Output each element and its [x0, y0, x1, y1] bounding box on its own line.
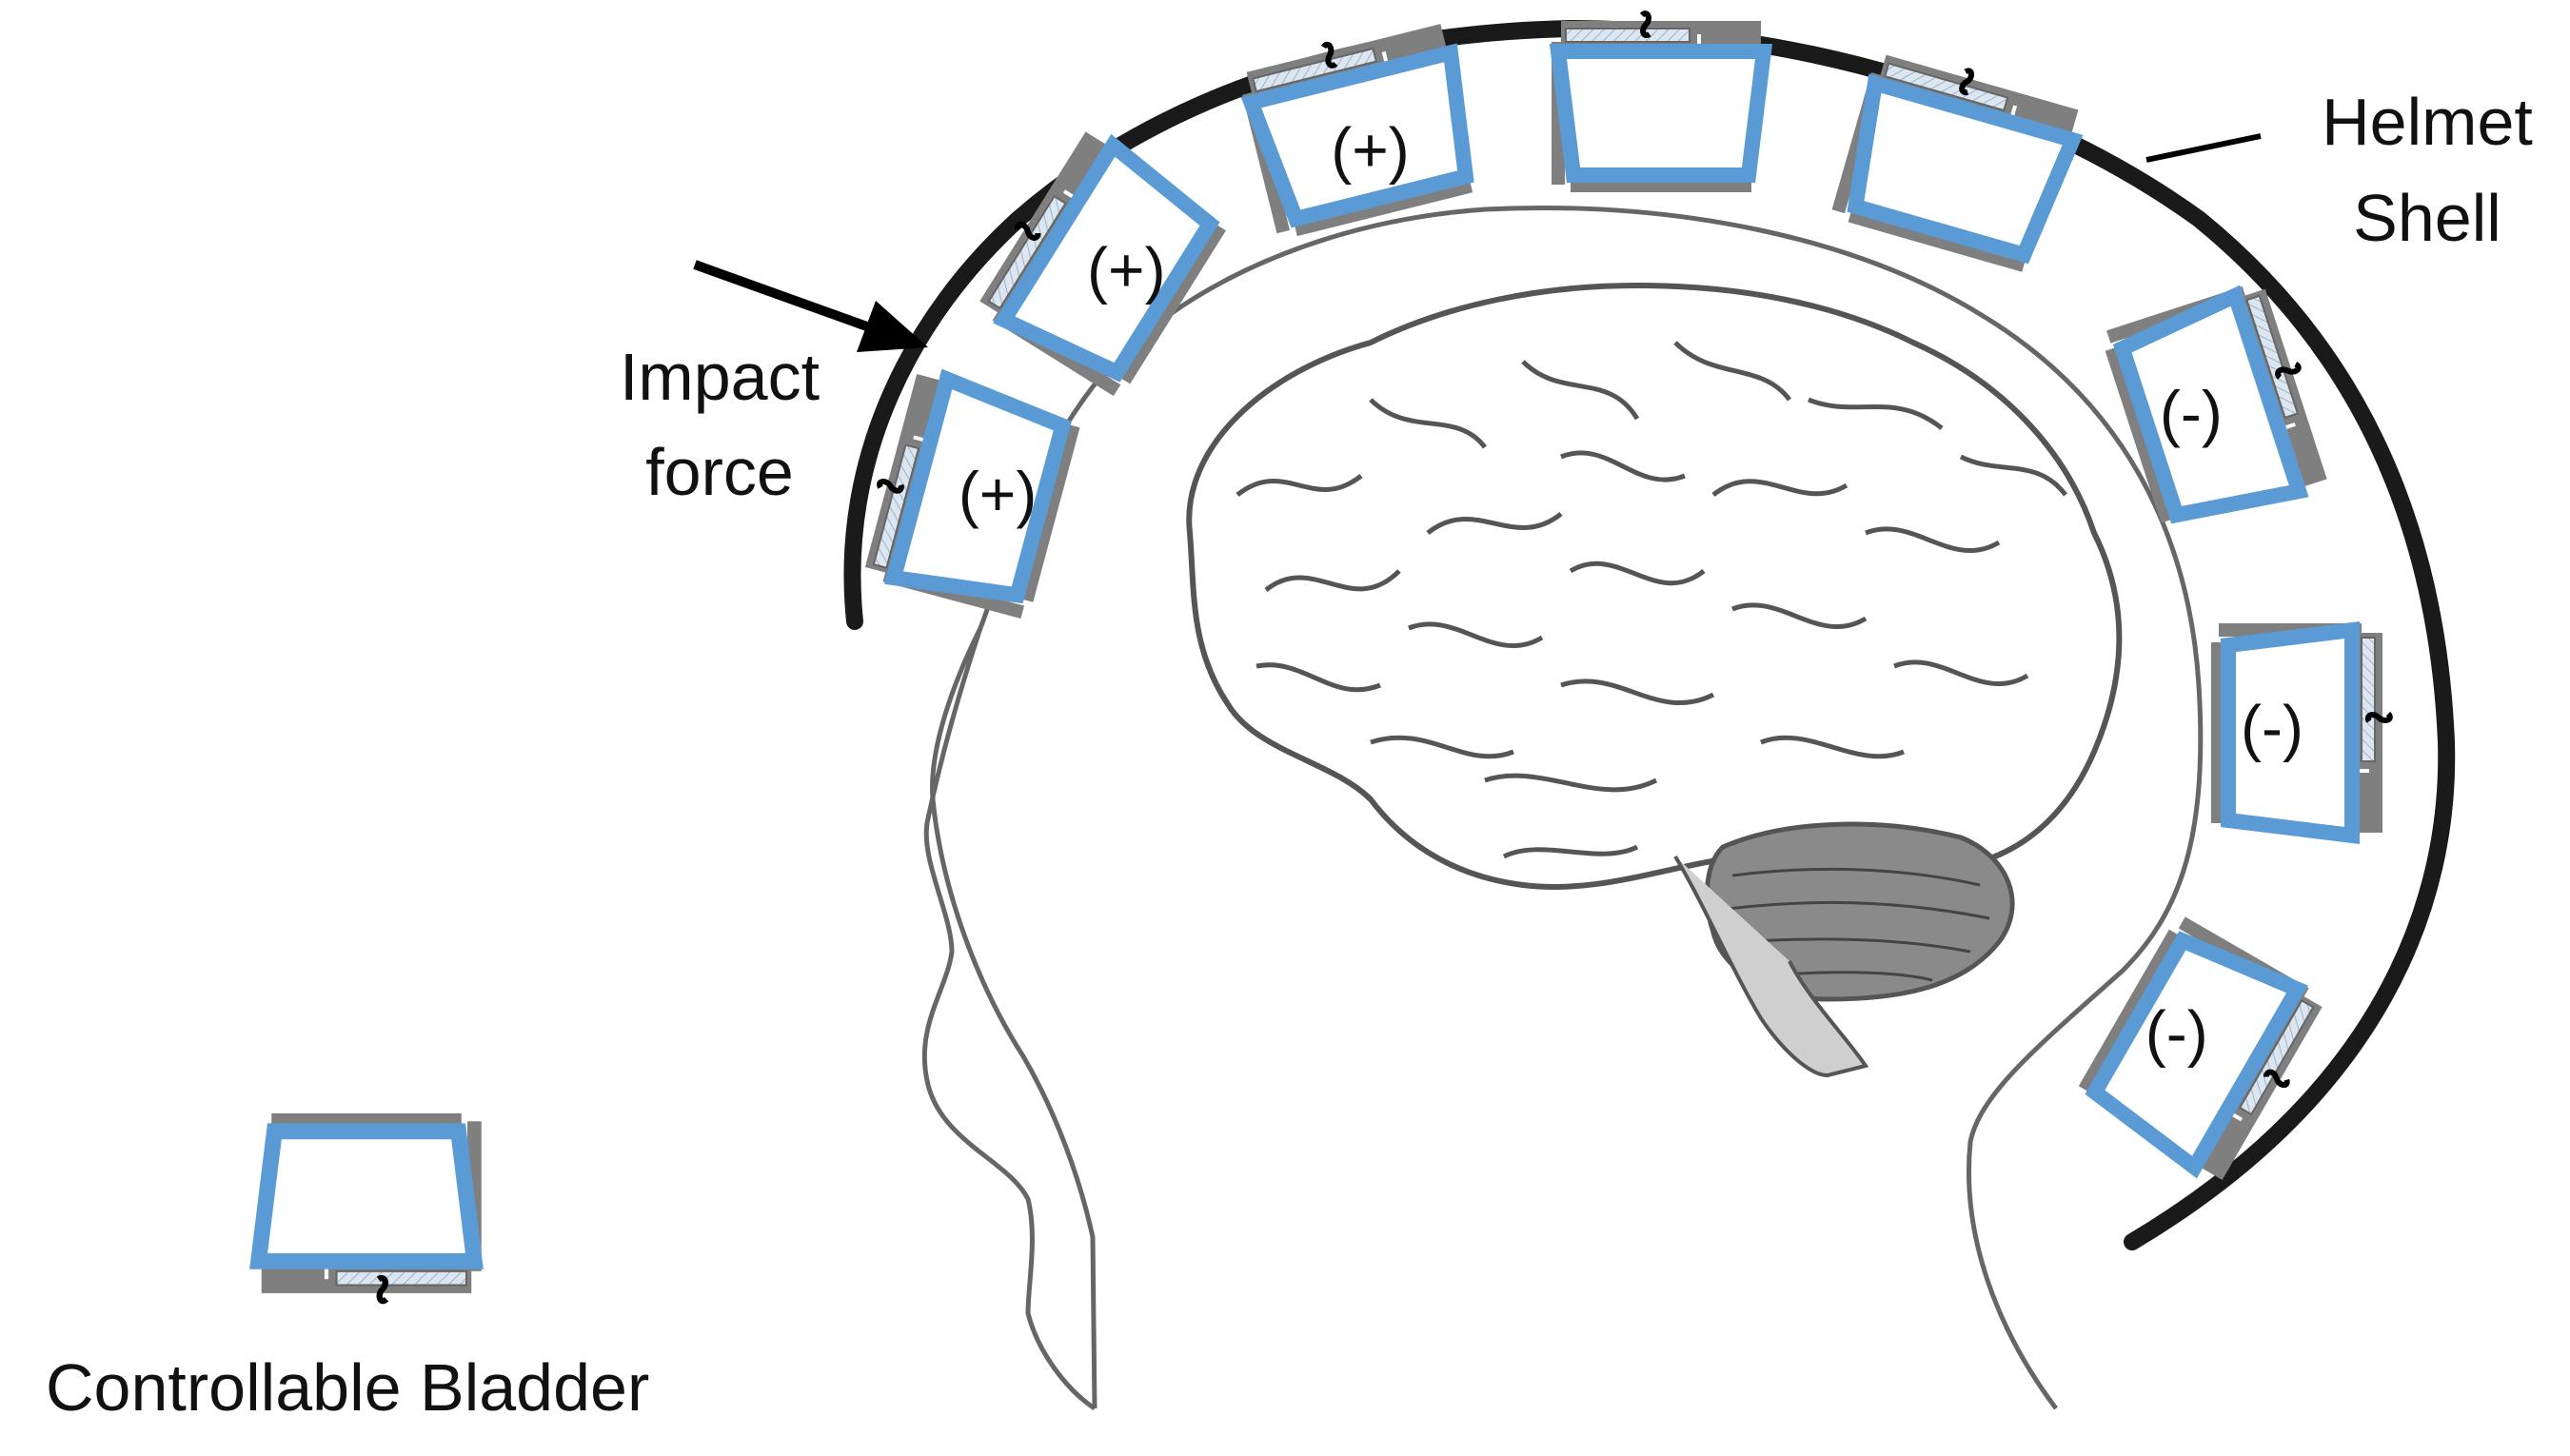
bladder-valve-chamber	[1565, 28, 1690, 43]
bladder-connector	[2275, 361, 2302, 380]
bladder-chamber	[1240, 43, 1474, 228]
bladder-sign: (+)	[959, 459, 1037, 529]
bladder-valve-chamber	[2245, 294, 2300, 420]
helmet-pointer-line	[2145, 133, 2262, 163]
bladder-sign: (+)	[1331, 114, 1410, 185]
bladder-chamber	[249, 1123, 484, 1269]
arrow-icon	[693, 260, 928, 352]
legend-bladder-shape	[249, 1112, 484, 1305]
bladder-7: (-)	[2211, 620, 2393, 845]
face-profile	[921, 627, 1097, 1411]
bladder-valve-chamber	[2238, 999, 2315, 1116]
bladder-valve-chamber	[1884, 62, 2009, 112]
bladder-5	[1831, 54, 2084, 272]
bladder-ring: (+) (+) (+) (-) (-) (-)	[864, 10, 2393, 1180]
bladder-1: (+)	[864, 368, 1080, 620]
bladder-3: (+)	[1240, 24, 1474, 237]
bladder-sign: (-)	[2160, 378, 2223, 448]
bladder-connector	[1015, 222, 1041, 241]
bladder-sign: (+)	[1087, 234, 1166, 305]
helmet-label-line1: Helmet	[2322, 85, 2533, 159]
bladder-connector	[1321, 41, 1338, 69]
bladder-icon	[249, 1112, 484, 1305]
legend-label: Controllable Bladder	[46, 1350, 649, 1425]
bladder-chamber	[1847, 73, 2084, 265]
brain-icon	[1186, 282, 2123, 1078]
bladder-sign: (-)	[2145, 997, 2208, 1068]
bladder-6: (-)	[2105, 285, 2327, 524]
impact-label-line2: force	[645, 435, 794, 509]
bladder-chamber	[2112, 285, 2309, 524]
brain-folds	[1236, 341, 2067, 859]
brainstem	[1673, 855, 1869, 1078]
cerebellum-folds	[1727, 867, 1990, 982]
cerebellum	[1704, 821, 2015, 1002]
bladder-connector	[376, 1275, 389, 1305]
bladder-connector	[2365, 711, 2393, 723]
bladder-connector	[2264, 1069, 2290, 1089]
head-outline	[930, 206, 2204, 1410]
helmet-label-line2: Shell	[2353, 181, 2501, 255]
cerebrum	[1186, 282, 2123, 890]
bladder-connector	[1959, 68, 1975, 96]
bladder-connector	[1639, 10, 1651, 38]
impact-label-line1: Impact	[620, 340, 820, 414]
bladder-valve-chamber	[335, 1269, 468, 1287]
bladder-valve-chamber	[1252, 47, 1378, 93]
bladder-8: (-)	[2078, 916, 2323, 1180]
bladder-chamber	[1549, 44, 1773, 183]
bladder-2: (+)	[979, 131, 1226, 397]
bladder-valve-chamber	[2361, 637, 2376, 762]
bladder-chamber	[2221, 620, 2360, 845]
bladder-valve-chamber	[987, 194, 1067, 310]
bladder-valve-chamber	[872, 443, 920, 569]
bladder-4	[1549, 10, 1773, 192]
bladder-chamber	[883, 368, 1072, 604]
bladder-connector	[877, 479, 904, 494]
bladder-chamber	[993, 133, 1220, 383]
bladder-chamber	[2085, 931, 2308, 1179]
bladder-sign: (-)	[2241, 692, 2303, 762]
